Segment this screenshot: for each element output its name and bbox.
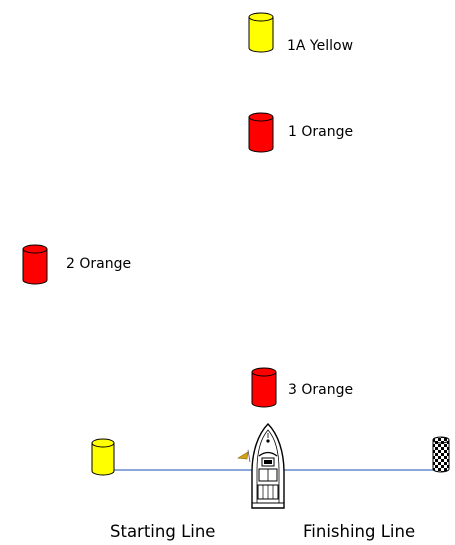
mark-1-label: 1 Orange: [288, 124, 353, 140]
mark-1-buoy: [248, 112, 274, 153]
mark-3-label: 3 Orange: [288, 382, 353, 398]
mark-1a-buoy: [248, 12, 274, 53]
yellow-buoy-icon: [91, 438, 115, 476]
mark-2-label: 2 Orange: [66, 256, 131, 272]
finishing-line-label: Finishing Line: [303, 522, 415, 541]
checkered-buoy-icon: [432, 436, 450, 473]
mark-2-buoy: [22, 244, 48, 285]
mark-1a-label: 1A Yellow: [287, 38, 353, 54]
motorboat-icon: [237, 423, 285, 509]
mark-3-buoy: [251, 367, 277, 408]
starting-line-label: Starting Line: [110, 522, 215, 541]
